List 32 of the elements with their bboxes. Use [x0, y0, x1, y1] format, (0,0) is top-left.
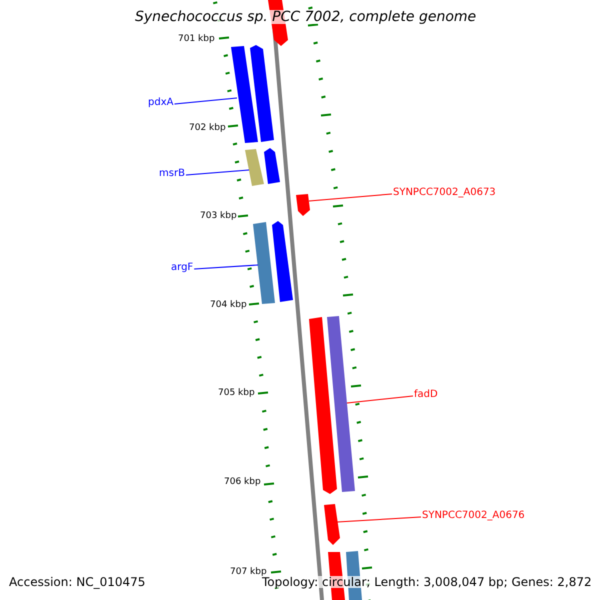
gene-bar — [253, 222, 275, 304]
scale-label: 702 kbp — [189, 124, 226, 133]
gene-bar — [245, 149, 264, 186]
gene-bar — [309, 317, 337, 494]
gene-bar — [327, 316, 355, 492]
gene-label: SYNPCC7002_A0676 — [422, 511, 525, 521]
leader-line — [336, 516, 422, 522]
leader-line — [194, 264, 258, 270]
gene-label: pdxA — [148, 98, 174, 108]
genome-summary: Topology: circular; Length: 3,008,047 bp; Genes: 2,872 — [262, 576, 592, 588]
scale-label: 703 kbp — [200, 212, 237, 221]
gene-label: SYNPCC7002_A0673 — [393, 188, 496, 198]
leader-line — [185, 170, 250, 176]
gene-label: fadD — [414, 390, 438, 400]
scale-label: 707 kbp — [230, 568, 267, 577]
scale-label: 706 kbp — [224, 478, 261, 487]
gene-bar — [250, 45, 274, 142]
map-title: Synechococcus sp. PCC 7002, complete genome — [135, 10, 476, 24]
gene-bar — [296, 194, 310, 216]
scale-label: 704 kbp — [210, 301, 247, 310]
scale-label: 705 kbp — [218, 389, 255, 398]
gene-label: argF — [171, 263, 194, 273]
scale-label: 701 kbp — [178, 35, 215, 44]
leader-line — [174, 98, 238, 104]
accession-note: Accession: NC_010475 — [9, 576, 146, 588]
gene-bar — [272, 221, 293, 302]
gene-bar — [231, 46, 258, 143]
gene-label: msrB — [159, 169, 185, 179]
gene-bar — [324, 504, 340, 545]
leader-line — [346, 396, 414, 404]
gene-bar — [264, 148, 280, 184]
leader-line — [308, 194, 392, 202]
